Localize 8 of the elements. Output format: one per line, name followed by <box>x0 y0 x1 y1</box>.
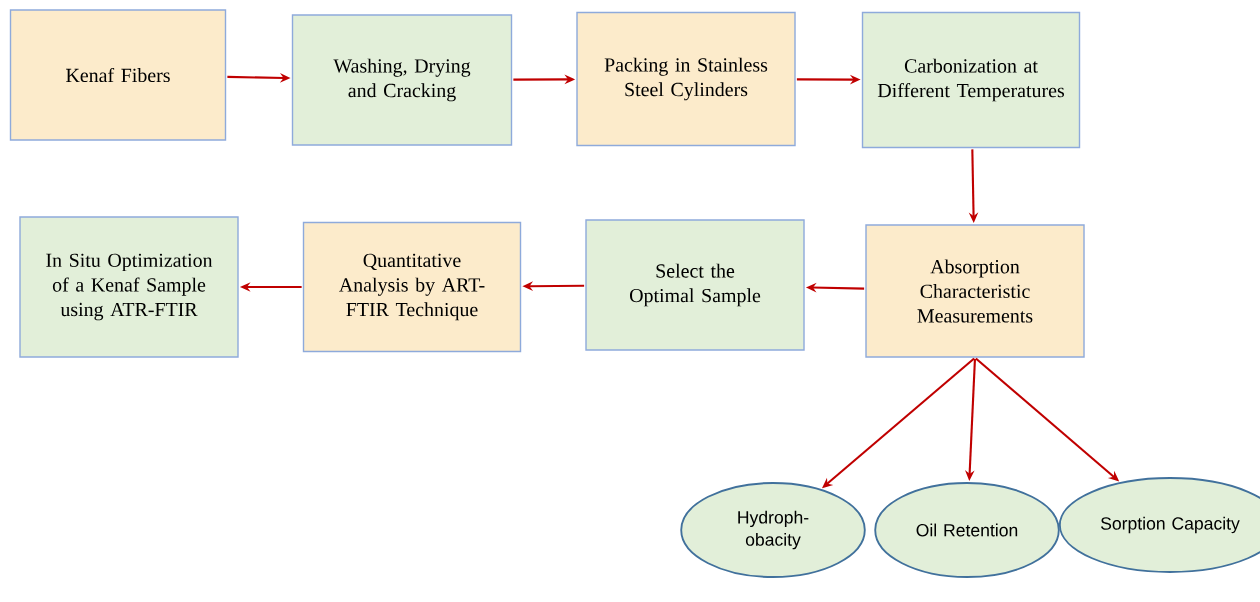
process-box: Select the Optimal Sample <box>585 219 805 351</box>
process-box: In Situ Optimization of a Kenaf Sample using ATR-FTIR <box>19 216 239 358</box>
process-box: Kenaf Fibers <box>9 9 227 141</box>
process-box: Quantitative Analysis by ART-FTIR Technique <box>302 221 522 353</box>
process-box: Washing, Drying and Cracking <box>291 14 513 146</box>
process-box: Carbonization at Different Temperatures <box>861 11 1081 149</box>
process-box: Absorption Characteristic Measurements <box>865 224 1085 358</box>
process-box: Packing in Stainless Steel Cylinders <box>576 11 796 147</box>
